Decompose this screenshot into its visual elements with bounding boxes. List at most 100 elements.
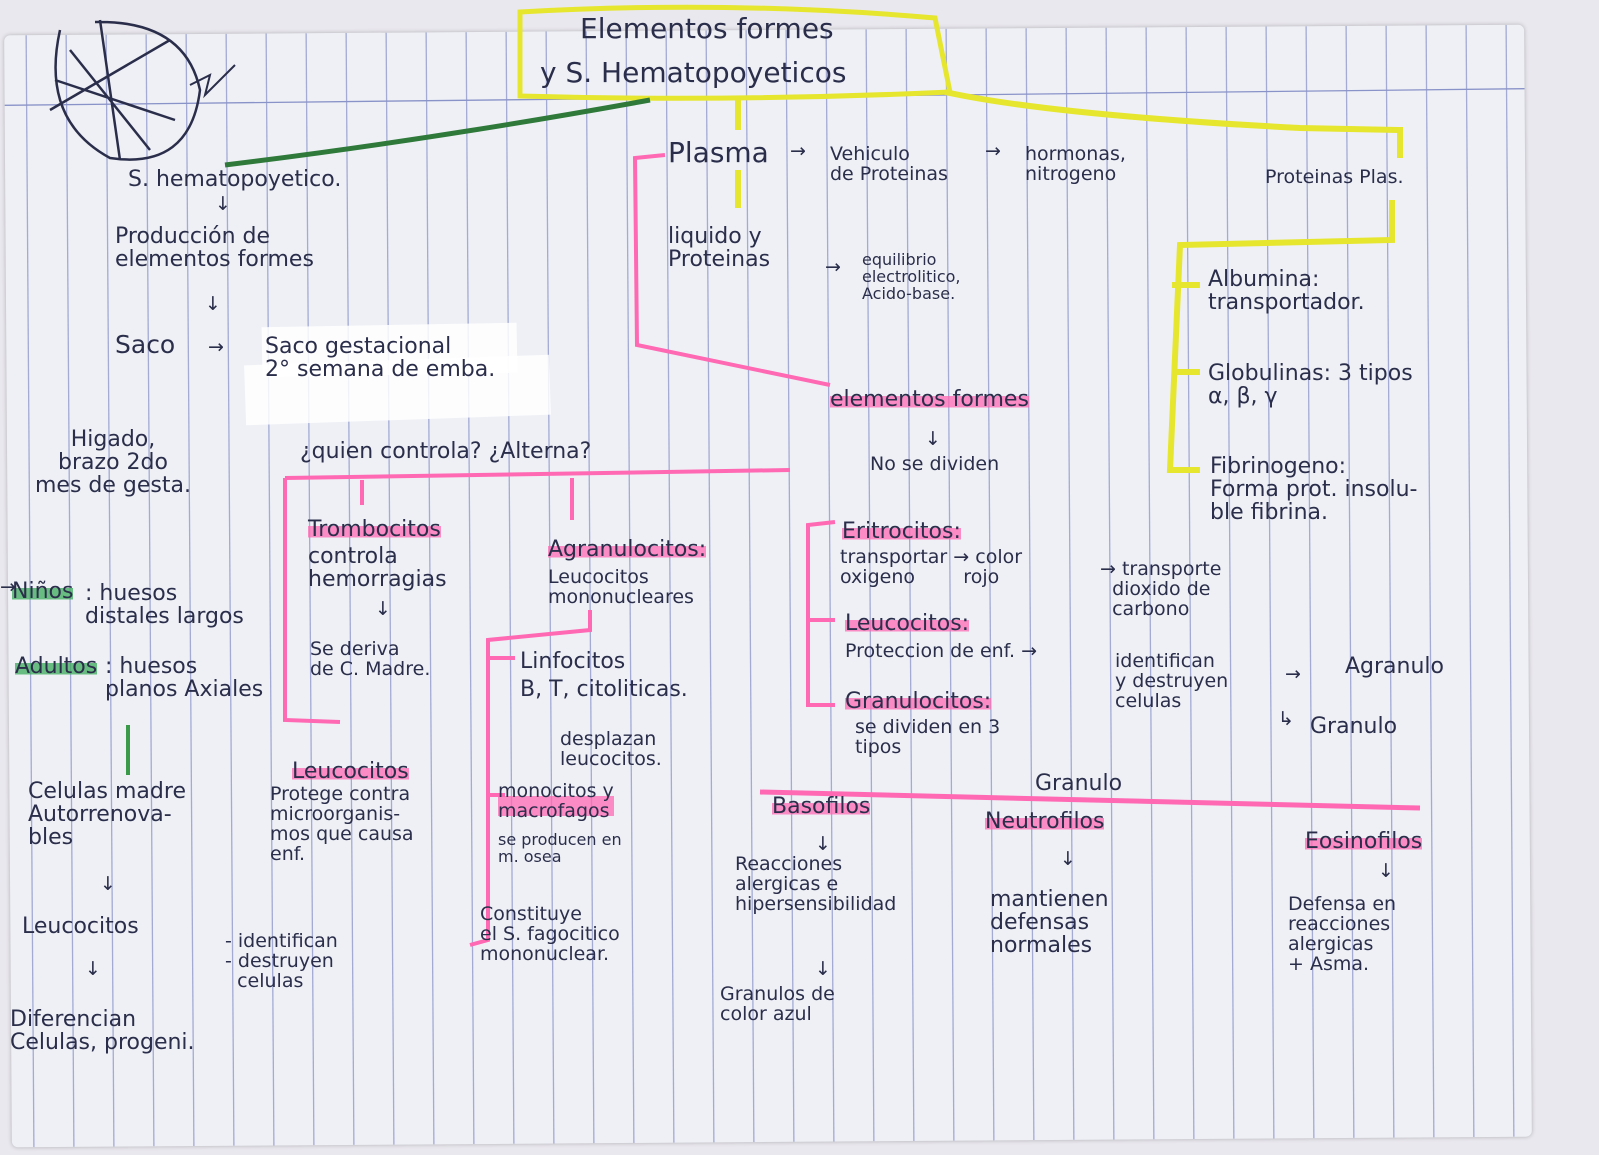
ruled-line — [1105, 27, 1115, 1140]
ruled-line — [1025, 28, 1035, 1141]
ruled-line — [185, 34, 195, 1147]
arrow-agranulo: → — [1285, 663, 1301, 685]
ruled-line — [545, 31, 555, 1144]
yellow-connector-proteinas — [944, 89, 1403, 158]
ruled-line — [1505, 24, 1515, 1137]
leucocitos-mid-title: Leucocitos — [292, 759, 409, 784]
globulinas-text: Globulinas: 3 tipos α, β, γ — [1208, 361, 1413, 410]
elementos-formes-title: elementos formes — [830, 387, 1029, 412]
no-dividen-text: No se dividen — [870, 453, 1000, 475]
green-connector — [224, 97, 651, 168]
arrow-down-2: ↓ — [205, 293, 221, 315]
eosinofilos-title: Eosinofilos — [1305, 829, 1423, 854]
neutrofilos-title: Neutrofilos — [985, 809, 1105, 834]
adultos-label: Adultos — [15, 654, 98, 679]
fibrinogeno-text: Fibrinogeno: Forma prot. insolu- ble fib… — [1210, 454, 1418, 526]
transporte-text: → transporte dioxido de carbono — [1100, 558, 1222, 620]
leucocitos-right-text: Proteccion de enf. → — [845, 640, 1037, 662]
vehiculo-text: Vehiculo de Proteinas — [830, 143, 948, 185]
title-line-2: y S. Hematopoyeticos — [540, 56, 847, 89]
pink-granulo-bar — [759, 789, 1421, 811]
ruled-line — [1305, 26, 1315, 1139]
identifican-left-text: - identifican - destruyen celulas — [225, 930, 338, 992]
arrow-down-8: ↓ — [1060, 848, 1076, 870]
ruled-line — [945, 28, 955, 1141]
ruled-lines — [4, 24, 1525, 1148]
ruled-line — [1345, 25, 1355, 1138]
celulas-madre-text: Celulas madre Autorrenova- bles — [28, 779, 186, 851]
pink-elementos-bracket — [806, 520, 836, 707]
granulocitos-text: se dividen en 3 tipos — [855, 716, 1001, 758]
saco-text: Saco — [115, 330, 176, 359]
arrow-down-10: ↓ — [815, 958, 831, 980]
equilibrio-text: equilibrio electrolitico, Acido-base. — [862, 250, 961, 303]
title-line-1: Elementos formes — [580, 12, 834, 45]
plasma-label: Plasma — [668, 136, 769, 169]
ruled-line — [305, 33, 315, 1146]
notebook-paper — [4, 24, 1532, 1148]
se-deriva-text: Se deriva de C. Madre. — [310, 638, 431, 680]
ruled-line — [1225, 26, 1235, 1139]
pink-top-bar — [284, 468, 791, 480]
hormonas-text: hormonas, nitrogeno — [1025, 143, 1126, 185]
ruled-line — [785, 29, 795, 1142]
pink-left-drop — [283, 478, 341, 724]
higado-text: Higado, brazo 2do mes de gesta. — [35, 427, 191, 499]
arrow-down-6: ↓ — [925, 428, 941, 450]
identifican-right-text: identifican y destruyen celulas — [1115, 650, 1229, 712]
adultos-text: : huesos planos Axiales — [105, 654, 264, 703]
ruled-line — [1065, 27, 1075, 1140]
leucocitos-left-text: Leucocitos — [22, 914, 139, 939]
ruled-line — [225, 33, 235, 1146]
eosinofilos-text: Defensa en reacciones alergicas + Asma. — [1288, 893, 1397, 975]
ruled-line — [345, 32, 355, 1145]
ruled-line — [505, 31, 515, 1144]
ruled-line — [665, 30, 675, 1143]
ruled-line — [985, 28, 995, 1141]
arrow-down-9: ↓ — [1378, 860, 1394, 882]
s-hematopoyetico: S. hematopoyetico. — [128, 167, 342, 192]
liquido-text: liquido y Proteinas — [668, 224, 771, 273]
ruled-line — [1145, 27, 1155, 1140]
agranulocitos-text: Leucocitos mononucleares — [548, 566, 694, 608]
arrow-granulo: ↳ — [1278, 708, 1294, 730]
ruled-line — [1185, 27, 1195, 1140]
eritrocitos-text: transportar → color oxigeno rojo — [840, 546, 1023, 588]
ruled-line — [1265, 26, 1275, 1139]
granulo-text: Granulo — [1310, 714, 1398, 739]
agranulocitos-title: Agranulocitos: — [548, 537, 707, 562]
leucocitos-right-title: Leucocitos: — [845, 611, 970, 636]
quien-controla-text: ¿quien controla? ¿Alterna? — [300, 439, 592, 464]
ruled-line — [465, 32, 475, 1145]
diferencian-text: Diferencian Celulas, progeni. — [10, 1007, 195, 1056]
ruled-line — [585, 31, 595, 1144]
ruled-line — [1385, 25, 1395, 1138]
ruled-line — [705, 30, 715, 1143]
eritrocitos-title: Eritrocitos: — [842, 519, 961, 544]
produccion-text: Producción de elementos formes — [115, 224, 314, 273]
scribble-doodle — [49, 19, 202, 161]
trombocitos-text: controla hemorragias — [308, 544, 447, 593]
proteinas-plas-text: Proteinas Plas. — [1265, 166, 1404, 188]
basofilos-granulos-text: Granulos de color azul — [720, 983, 835, 1025]
desplazan-text: desplazan leucocitos. — [560, 728, 662, 770]
arrow-plasma-vehiculo: → — [790, 140, 806, 162]
linfocitos-title: Linfocitos — [520, 649, 626, 674]
neutrofilos-text: mantienen defensas normales — [990, 887, 1109, 959]
ruled-line — [905, 29, 915, 1141]
arrow-down-5: ↓ — [375, 598, 391, 620]
trombocitos-title: Trombocitos — [308, 517, 441, 542]
ruled-line — [385, 32, 395, 1145]
ruled-line — [825, 29, 835, 1142]
ruled-line — [425, 32, 435, 1145]
ruled-line — [1465, 25, 1475, 1138]
ninos-text: : huesos distales largos — [85, 581, 244, 630]
ninos-label: Niños — [12, 579, 74, 604]
agranulo-text: Agranulo — [1345, 654, 1444, 679]
arrow-liquido-equilibrio: → — [825, 256, 841, 278]
granulocitos-title: Granulocitos: — [845, 689, 992, 714]
arrow-down-3: ↓ — [100, 873, 116, 895]
monocitos-text: se producen en m. osea — [498, 830, 622, 866]
constituye-text: Constituye el S. fagocitico mononuclear. — [480, 903, 620, 965]
